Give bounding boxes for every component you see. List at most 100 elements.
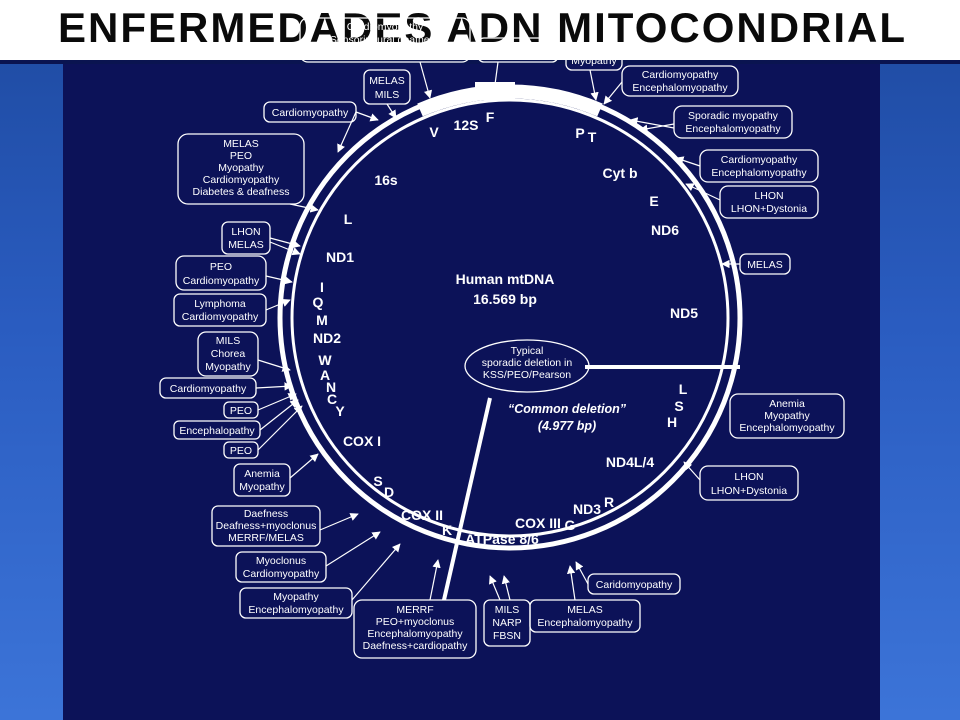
- deletion-lines: [442, 365, 740, 601]
- disease-box-melas-right: MELAS: [739, 253, 791, 275]
- gene-ND4L: ND4L/4: [606, 454, 654, 470]
- disease-box-lhon-dyst-low: LHON LHON+Dystonia: [699, 465, 799, 501]
- disease-boxes: Cardiomyopathy Sensorineural deafness Am…: [159, 17, 845, 659]
- center-size: 16.569 bp: [473, 291, 537, 307]
- svg-text:Chorea: Chorea: [211, 348, 246, 360]
- svg-text:Daefness: Daefness: [244, 508, 288, 520]
- gene-T: T: [588, 129, 597, 145]
- gene-S2: S: [674, 398, 683, 414]
- gene-G: G: [565, 517, 576, 533]
- svg-text:Deafness+myoclonus: Deafness+myoclonus: [216, 520, 317, 532]
- gene-I: I: [320, 279, 324, 295]
- svg-text:Cardiomyopathy: Cardiomyopathy: [182, 311, 259, 323]
- gene-ND3: ND3: [573, 501, 601, 517]
- disease-box-cardio-left-top: Cardiomyopathy: [263, 101, 357, 123]
- svg-text:Daefness+cardiopathy: Daefness+cardiopathy: [363, 640, 469, 652]
- gene-L: L: [344, 211, 353, 227]
- svg-text:Sporadic myopathy: Sporadic myopathy: [688, 110, 779, 122]
- title-bar: ENFERMEDADES ADN MITOCONDRIAL: [0, 0, 960, 64]
- disease-box-mils-narp: MILS NARP FBSN: [483, 599, 531, 647]
- disease-box-myoclonus: Myoclonus Cardiomyopathy: [235, 551, 327, 583]
- svg-text:Cardiomyopathy: Cardiomyopathy: [203, 174, 280, 186]
- gene-ND5: ND5: [670, 305, 698, 321]
- disease-box-melas-mils: MELAS MILS: [363, 69, 411, 105]
- gene-ND1: ND1: [326, 249, 354, 265]
- svg-text:Sensorineural deafness: Sensorineural deafness: [330, 34, 440, 46]
- svg-text:MERRF/MELAS: MERRF/MELAS: [228, 532, 304, 544]
- gene-COXII: COX II: [401, 507, 443, 523]
- gene-ND2: ND2: [313, 330, 341, 346]
- disease-box-anemia: Anemia Myopathy: [233, 463, 291, 497]
- svg-text:Cardiomyopathy: Cardiomyopathy: [642, 69, 719, 81]
- slide-title: ENFERMEDADES ADN MITOCONDRIAL: [58, 4, 908, 51]
- diagram-panel: [63, 64, 880, 720]
- disease-box-enceph: Encephalopathy: [173, 420, 261, 440]
- gene-V: V: [429, 124, 439, 140]
- deletion-box: Typical sporadic deletion in KSS/PEO/Pea…: [464, 339, 590, 393]
- svg-text:FBSN: FBSN: [493, 630, 521, 642]
- gene-R: R: [604, 494, 614, 510]
- svg-text:Typical: Typical: [511, 345, 544, 357]
- disease-box-melas-group: MELAS PEO Myopathy Cardiomyopathy Diabet…: [177, 133, 305, 205]
- disease-box-peo1: PEO: [223, 401, 259, 419]
- svg-text:Encephalomyopathy: Encephalomyopathy: [367, 628, 463, 640]
- gene-S: S: [373, 473, 382, 489]
- svg-text:LHON+Dystonia: LHON+Dystonia: [731, 203, 807, 215]
- svg-text:Myopathy: Myopathy: [571, 55, 617, 67]
- disease-box-top3: Myopathy: [565, 49, 623, 71]
- gene-16s: 16s: [374, 172, 398, 188]
- disease-box-merrf: MERRF PEO+myoclonus Encephalomyopathy Da…: [353, 599, 477, 659]
- svg-text:PEO: PEO: [210, 261, 232, 273]
- disease-box-sporadic: Sporadic myopathy Encephalomyopathy: [673, 105, 793, 139]
- svg-text:PEO+myoclonus: PEO+myoclonus: [376, 616, 455, 628]
- genome-ring: [277, 82, 743, 551]
- svg-text:PEO: PEO: [230, 445, 252, 457]
- svg-text:Cardiomyopathy: Cardiomyopathy: [721, 154, 798, 166]
- gene-Cytb: Cyt b: [603, 165, 638, 181]
- gene-F: F: [486, 109, 495, 125]
- disease-box-lhon-dyst-top: LHON LHON+Dystonia: [719, 185, 819, 219]
- gene-COXI: COX I: [343, 433, 381, 449]
- gene-D: D: [384, 484, 394, 500]
- svg-text:LHON: LHON: [231, 226, 260, 238]
- disease-box-anemia-right: Anemia Myopathy Encephalomyopathy: [729, 393, 845, 439]
- svg-text:Cardiomyopathy: Cardiomyopathy: [272, 107, 349, 119]
- svg-text:Cardiomyopathy: Cardiomyopathy: [183, 275, 260, 287]
- gene-ATPase: ATPase 8/6: [465, 531, 539, 547]
- gene-C: C: [327, 391, 337, 407]
- gene-labels: F 12S V 16s L ND1 I Q M ND2 W A N C Y CO…: [313, 109, 699, 547]
- svg-text:Cardiomyopathy: Cardiomyopathy: [347, 21, 424, 33]
- gene-ND6: ND6: [651, 222, 679, 238]
- gene-Q: Q: [313, 294, 324, 310]
- svg-text:MILS: MILS: [495, 604, 520, 616]
- disease-box-lymphoma: Lymphoma Cardiomyopathy: [173, 293, 267, 327]
- disease-box-lhon-melas: LHON MELAS: [221, 221, 271, 255]
- disease-box-cardio-enc-top: Cardiomyopathy Encephalomyopathy: [621, 65, 739, 97]
- disease-box-cardio-enc: Cardiomyopathy Encephalomyopathy: [699, 149, 819, 183]
- gene-P: P: [575, 125, 584, 141]
- svg-text:PEO: PEO: [230, 405, 252, 417]
- disease-box-mils-chorea: MILS Chorea Myopathy: [197, 331, 259, 377]
- svg-text:Anemia: Anemia: [769, 398, 805, 410]
- svg-text:Encephalomyopathy: Encephalomyopathy: [632, 82, 728, 94]
- svg-text:Myopathy: Myopathy: [205, 361, 251, 373]
- gene-M: M: [316, 312, 328, 328]
- svg-text:Diabetes & deafness: Diabetes & deafness: [193, 186, 290, 198]
- disease-box-caridomyopathy: Caridomyopathy: [587, 573, 681, 595]
- common-deletion-size: (4.977 bp): [538, 419, 596, 433]
- connector-arrows: [255, 61, 740, 601]
- disease-box-daefness: Daefness Deafness+myoclonus MERRF/MELAS: [211, 505, 321, 547]
- svg-text:PEO: PEO: [230, 150, 252, 162]
- svg-text:Myoclonus: Myoclonus: [256, 555, 306, 567]
- svg-text:MILS: MILS: [375, 89, 400, 101]
- disease-box-top2: Myoglobinuria: [477, 37, 559, 63]
- disease-box-peo-cardio: PEO Cardiomyopathy: [175, 255, 267, 291]
- svg-text:MELAS: MELAS: [567, 604, 603, 616]
- svg-text:Cardiomyopathy: Cardiomyopathy: [170, 383, 247, 395]
- gene-L2: L: [679, 381, 688, 397]
- svg-text:MELAS: MELAS: [228, 239, 264, 251]
- center-title: Human mtDNA: [456, 271, 555, 287]
- svg-text:Aminoglycoside-induced deafnes: Aminoglycoside-induced deafness: [305, 47, 464, 59]
- disease-box-myopathy-enc: Myopathy Encephalomyopathy: [239, 587, 353, 619]
